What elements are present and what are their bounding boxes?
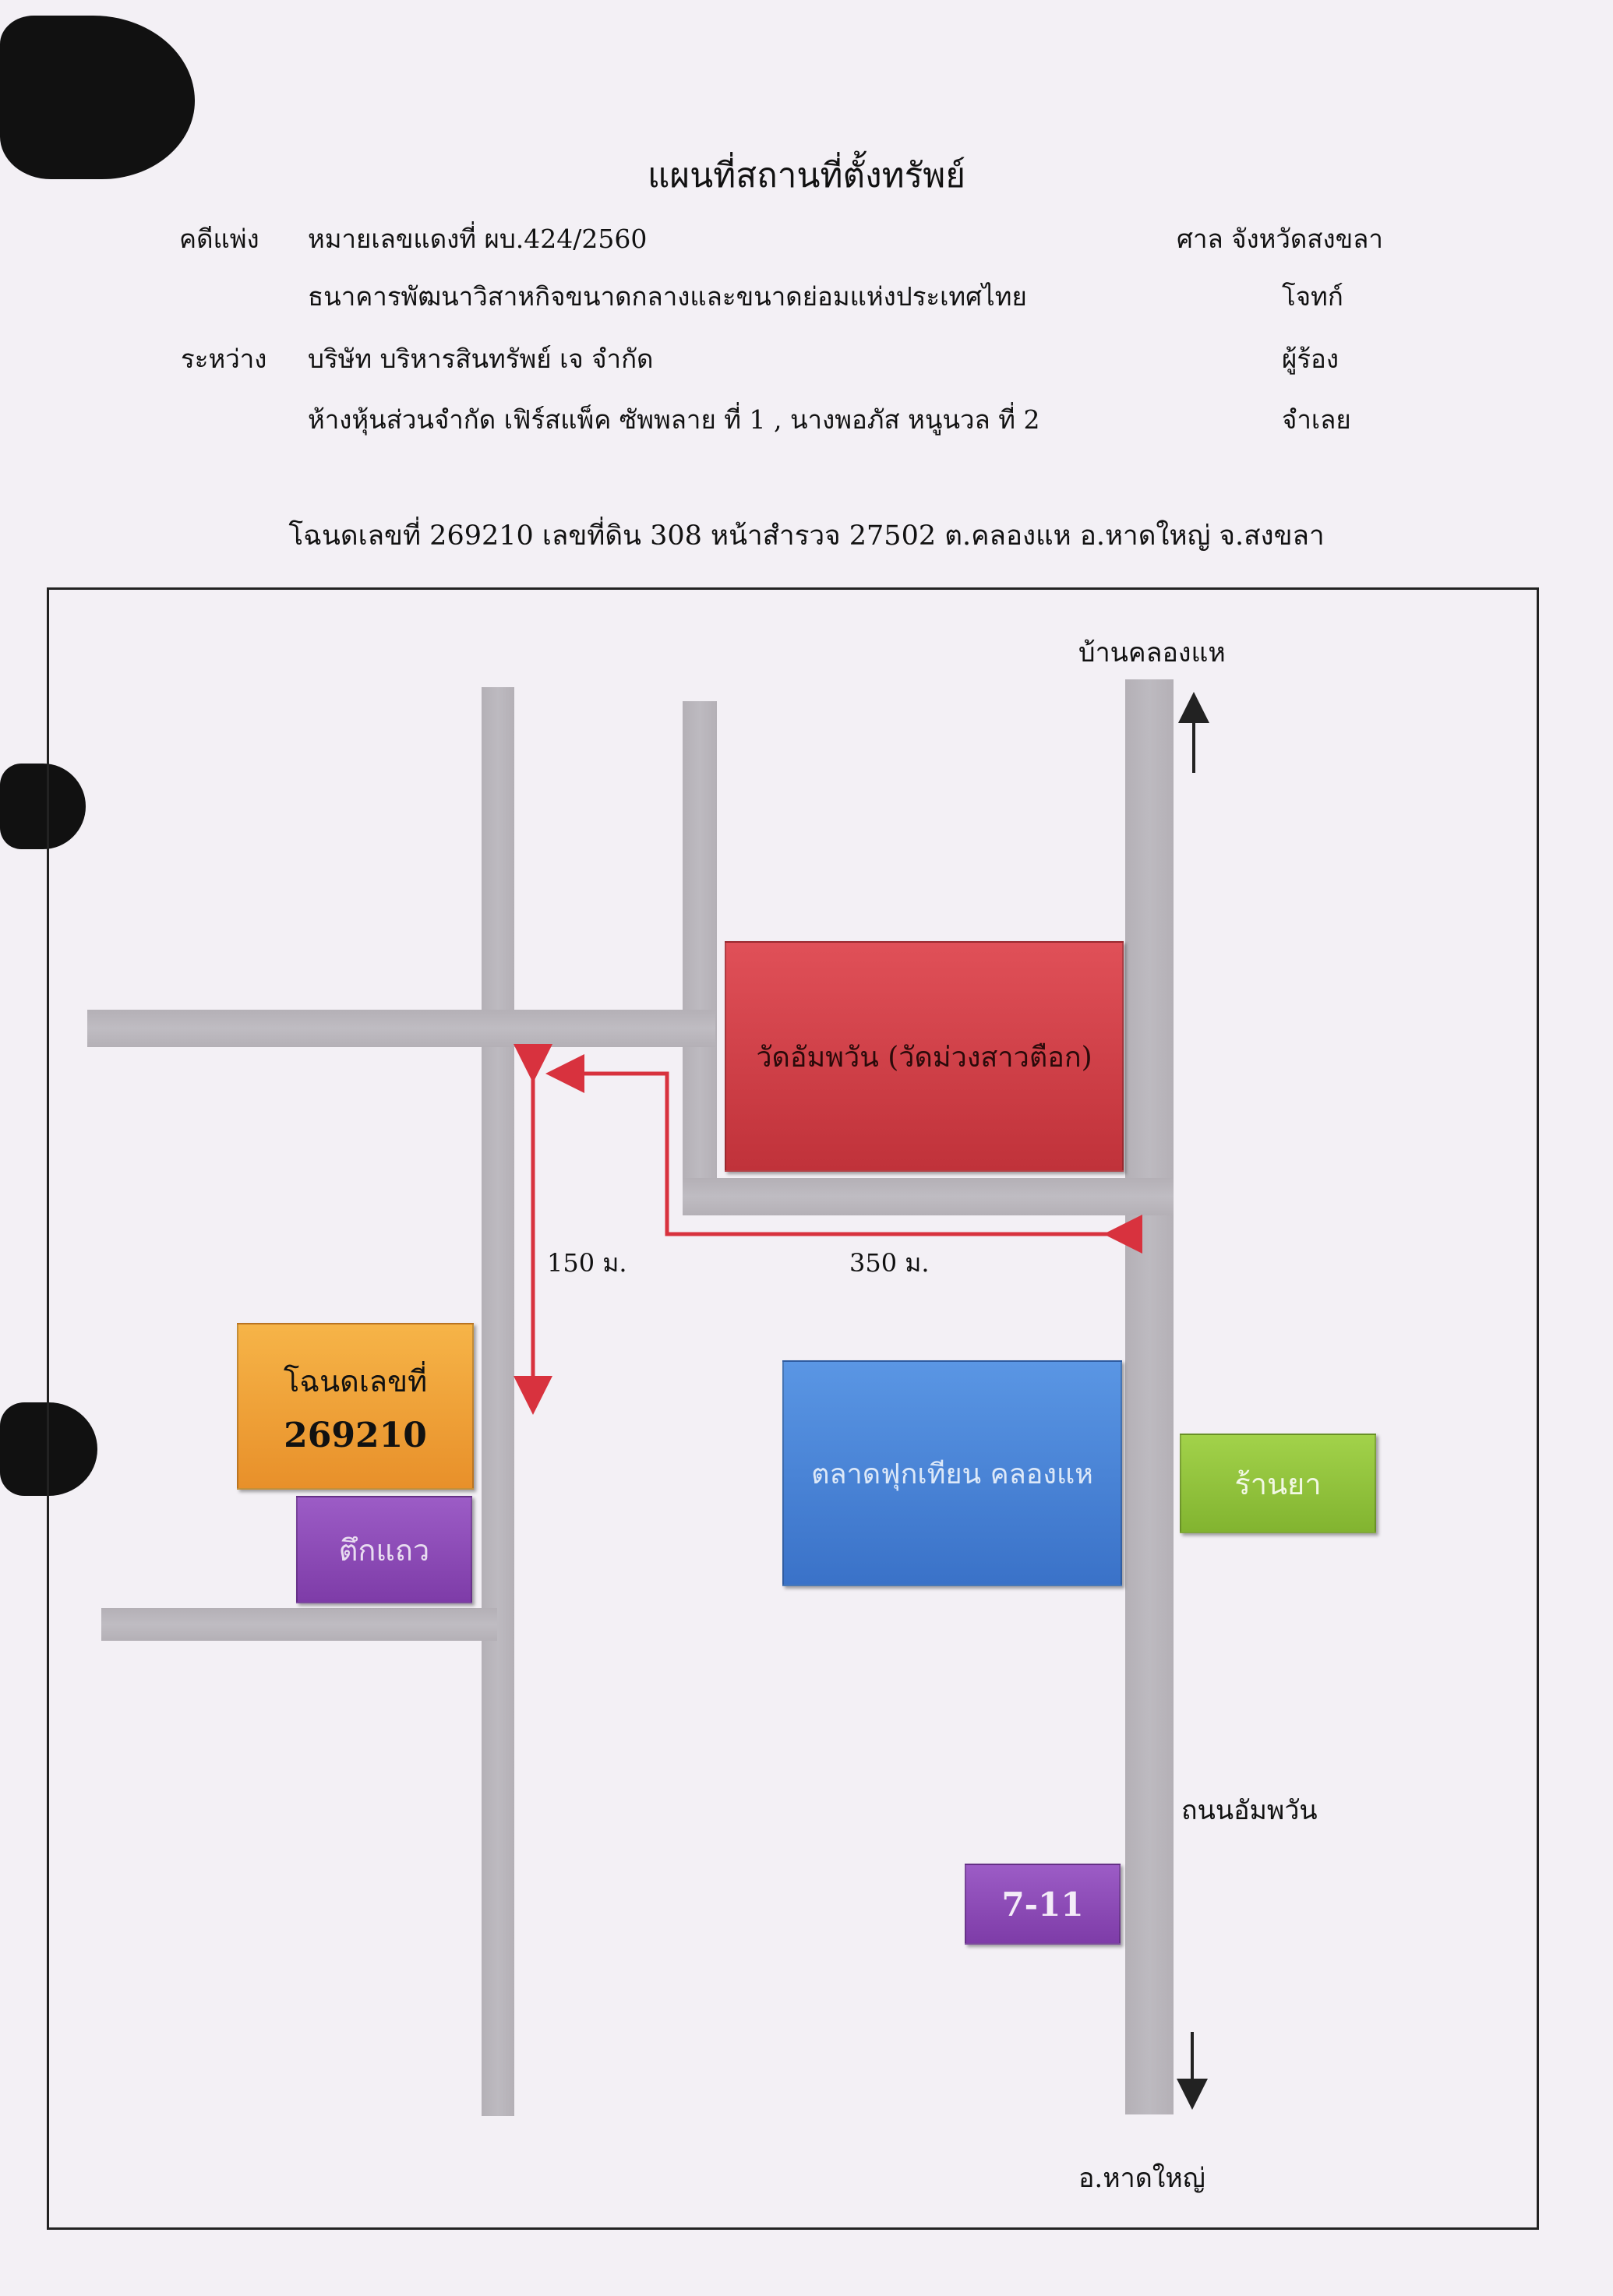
road-upper-horizontal [87,1010,715,1047]
pharmacy-landmark: ร้านยา [1180,1434,1376,1533]
case-type: คดีแพ่ง [179,224,259,254]
pharmacy-label: ร้านยา [1234,1466,1322,1501]
store-711-landmark: 7-11 [965,1864,1121,1945]
court-name: ศาล จังหวัดสงขลา [1177,224,1383,254]
temple-landmark: วัดอัมพวัน (วัดม่วงสาวตือก) [725,941,1124,1172]
distance-horizontal-label: 350 ม. [849,1248,930,1278]
market-label: ตลาดฟุกเทียน คลองแห [811,1458,1093,1490]
temple-label: วัดอัมพวัน (วัดม่วงสาวตือก) [756,1041,1092,1074]
party-name: ห้างหุ้นส่วนจำกัด เฟิร์สแพ็ค ซัพพลาย ที่… [308,404,1040,435]
property-label: โฉนดเลขที่ [283,1364,428,1398]
property-deed-marker: โฉนดเลขที่ 269210 [237,1323,474,1490]
shophouse-label: ตึกแถว [338,1532,430,1568]
road-right-vertical [1125,679,1174,2114]
road-left-vertical [482,687,514,2116]
deed-line: โฉนดเลขที่ 269210 เลขที่ดิน 308 หน้าสำรว… [288,520,1325,552]
market-landmark: ตลาดฟุกเทียน คลองแห [782,1360,1122,1586]
case-number: หมายเลขแดงที่ ผบ.424/2560 [308,224,648,254]
party-name: บริษัท บริหารสินทรัพย์ เจ จำกัด [308,344,654,374]
ink-blot [0,16,195,179]
shophouse-landmark: ตึกแถว [296,1496,472,1603]
party-role: จำเลย [1282,404,1351,435]
road-name-label: ถนนอัมพวัน [1181,1795,1318,1826]
party-role: ผู้ร้อง [1282,344,1339,374]
party-name: ธนาคารพัฒนาวิสาหกิจขนาดกลางและขนาดย่อมแห… [308,281,1027,312]
south-destination-label: อ.หาดใหญ่ [1078,2163,1205,2194]
map-frame [47,587,1539,2230]
route-line [545,1054,1142,1254]
page-title: แผนที่สถานที่ตั้งทรัพย์ [648,156,965,196]
ink-blot [0,764,86,849]
north-destination-label: บ้านคลองแห [1078,637,1226,668]
road-lower-horizontal [101,1608,497,1641]
between-label: ระหว่าง [181,344,267,374]
party-role: โจทก์ [1282,281,1343,312]
store-711-label: 7-11 [1001,1885,1084,1924]
property-number: 269210 [284,1416,427,1455]
distance-vertical-label: 150 ม. [547,1248,627,1278]
